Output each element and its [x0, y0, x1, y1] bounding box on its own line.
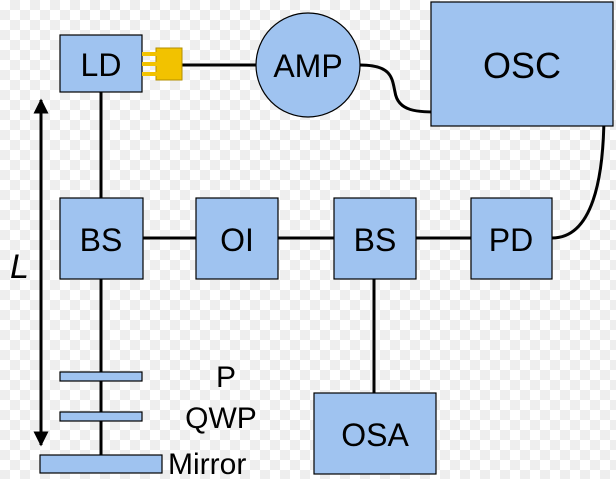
- photodetector-label: PD: [489, 222, 533, 258]
- wire-amp-osc: [358, 63, 442, 114]
- amplifier-label: AMP: [273, 48, 342, 84]
- beam-splitter-right-label: BS: [354, 222, 397, 258]
- connection-wires: [99, 63, 606, 457]
- beam-splitter-left-block: BS: [59, 197, 144, 280]
- laser-diode-block: LD: [59, 34, 183, 93]
- photodetector-box: [470, 197, 553, 280]
- optical-isolator-box: [195, 197, 279, 280]
- fiber-connector-icon: [142, 47, 183, 81]
- oscilloscope-block: OSC: [430, 1, 614, 127]
- amplifier-circle: [255, 12, 361, 118]
- amplifier-block: AMP: [255, 12, 361, 118]
- oscilloscope-box: [430, 1, 614, 127]
- beam-splitter-right-box: [333, 197, 417, 280]
- spectrum-analyzer-box: [313, 392, 437, 475]
- mirror-plate: [39, 454, 163, 474]
- beam-splitter-right-block: BS: [333, 197, 417, 280]
- wire-pd-osc: [550, 110, 606, 240]
- beam-splitter-left-label: BS: [80, 222, 123, 258]
- polarizer-plate: [59, 371, 143, 382]
- photodetector-block: PD: [470, 197, 553, 280]
- mirror-label: Mirror: [168, 448, 246, 479]
- quarter-wave-plate-label: QWP: [185, 402, 257, 435]
- polarizer-label: P: [216, 361, 236, 394]
- oscilloscope-label: OSC: [483, 45, 561, 86]
- beam-splitter-left-box: [59, 197, 144, 280]
- spectrum-analyzer-block: OSA: [313, 392, 437, 475]
- quarter-wave-plate: [59, 411, 143, 422]
- spectrum-analyzer-label: OSA: [341, 417, 409, 453]
- optical-isolator-block: OI: [195, 197, 279, 280]
- optical-isolator-label: OI: [220, 222, 254, 258]
- cavity-length-label: L: [10, 248, 29, 286]
- laser-diode-label: LD: [81, 47, 122, 83]
